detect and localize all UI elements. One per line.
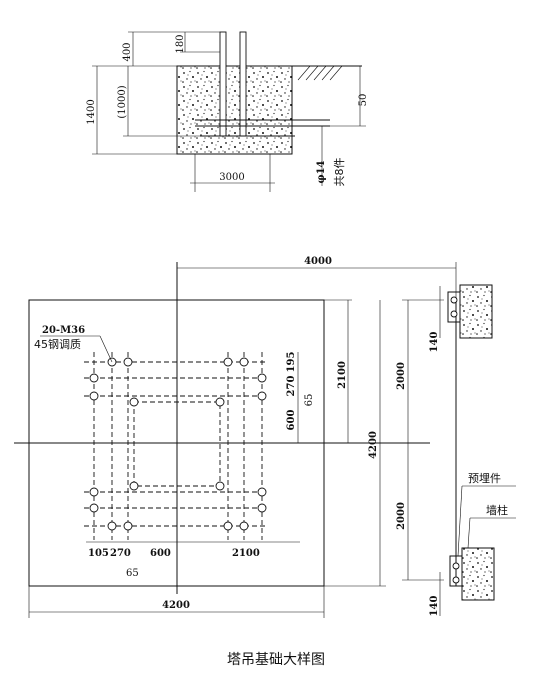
label-embedded-part: 预埋件: [468, 472, 501, 485]
bolt-grid: [84, 352, 268, 540]
steel-note: 45钢调质: [34, 338, 81, 351]
dim-2100-horizontal: 2100: [232, 548, 260, 559]
soil-hatch: [297, 65, 343, 81]
dim-400: 400: [122, 42, 133, 61]
bolt-holes: [89, 357, 267, 531]
dim-50: 50: [358, 94, 369, 107]
wall-column-top: [459, 284, 493, 339]
plan-view: 20-M36 45钢调质 4000 2100 195 270 600 65 42…: [14, 256, 516, 618]
wall-column-bottom: [461, 547, 495, 601]
dim-1000: (1000): [117, 85, 128, 118]
dim-3000: 3000: [219, 172, 244, 183]
dim-270-vertical: 270: [286, 376, 297, 397]
dim-2000-top: 2000: [396, 362, 407, 390]
label-wall-column: 墙柱: [486, 503, 508, 517]
section-view: 1400 400 180 (1000) 50 3000 φ14 共8件: [86, 31, 369, 192]
dim-180: 180: [175, 34, 186, 53]
dim-4200-vertical: 4200: [368, 431, 379, 459]
dim-65-vertical: 65: [304, 394, 315, 407]
dim-600-vertical: 600: [286, 410, 297, 431]
count-note: 共8件: [333, 158, 346, 187]
dim-2000-bottom: 2000: [396, 502, 407, 530]
dim-140-bottom: 140: [429, 596, 440, 617]
dim-105: 105: [88, 548, 109, 559]
rebar-note: φ14: [316, 160, 327, 183]
bolt-note: 20-M36: [42, 325, 85, 336]
dim-600-horizontal: 600: [150, 548, 171, 559]
foundation-block: [176, 65, 293, 155]
dim-140-top: 140: [429, 332, 440, 353]
drawing-caption: 塔吊基础大样图: [227, 651, 325, 668]
dim-4200-horizontal: 4200: [162, 600, 190, 611]
dim-195: 195: [286, 352, 297, 373]
dim-65-horizontal: 65: [126, 568, 139, 579]
dim-2100-vertical: 2100: [337, 361, 348, 389]
dim-1400: 1400: [86, 99, 97, 124]
dim-4000: 4000: [304, 256, 332, 267]
dim-270-horizontal: 270: [110, 548, 131, 559]
